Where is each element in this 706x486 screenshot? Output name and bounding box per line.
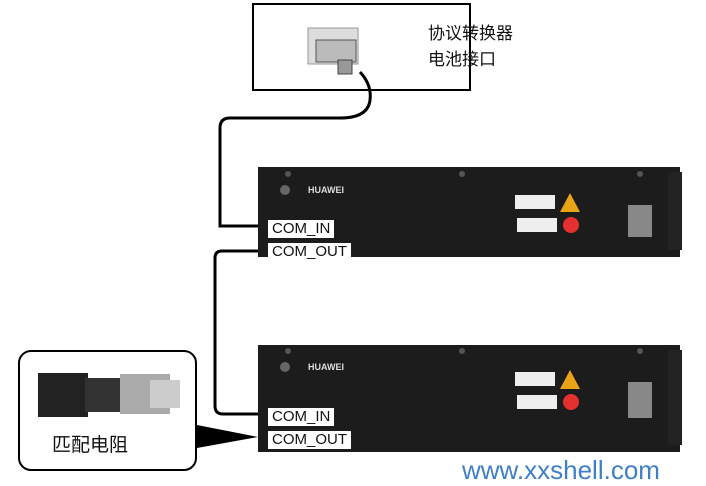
watermark: www.xxshell.com bbox=[462, 455, 660, 485]
converter-label-line2: 电池接口 bbox=[428, 50, 496, 70]
cable-com-out-to-com-in bbox=[213, 249, 268, 416]
rj45-port-icon bbox=[307, 27, 359, 75]
battery-2-com-out-label: COM_OUT bbox=[268, 431, 351, 449]
battery-1-com-out-label: COM_OUT bbox=[268, 243, 351, 261]
pointer-arrow bbox=[197, 425, 258, 448]
terminator-plug-icon bbox=[38, 373, 180, 417]
terminator-label: 匹配电阻 bbox=[52, 434, 129, 456]
battery-2-brand: HUAWEI bbox=[308, 362, 344, 372]
cable-converter-to-com-in bbox=[218, 70, 372, 228]
converter-box bbox=[252, 3, 471, 91]
converter-label-line1: 协议转换器 bbox=[428, 24, 513, 44]
battery-2-com-in-label: COM_IN bbox=[268, 408, 335, 426]
battery-module-1 bbox=[258, 167, 682, 257]
battery-1-brand: HUAWEI bbox=[308, 185, 344, 195]
battery-1-com-in-label: COM_IN bbox=[268, 220, 335, 238]
